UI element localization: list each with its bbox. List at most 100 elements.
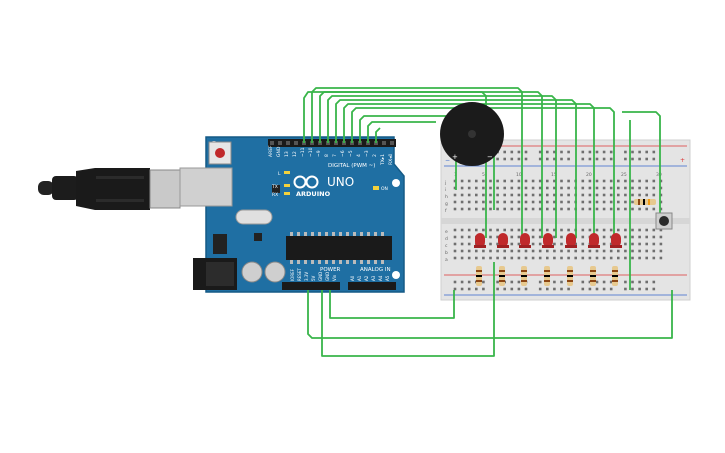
breadboard-hole: [517, 207, 521, 211]
resistor-icon[interactable]: [499, 266, 505, 286]
breadboard-hole: [531, 193, 535, 197]
breadboard-hole: [588, 200, 592, 204]
breadboard-hole: [538, 150, 542, 154]
row-letter-j: j: [444, 180, 446, 186]
breadboard-hole: [638, 179, 641, 183]
breadboard-hole: [588, 193, 592, 197]
breadboard-hole: [638, 256, 641, 260]
breadboard-hole: [624, 287, 627, 291]
breadboard-hole: [609, 242, 613, 246]
breadboard-hole: [553, 256, 556, 260]
breadboard-hole: [638, 235, 641, 239]
breadboard-hole: [517, 256, 521, 260]
breadboard-hole: [652, 242, 656, 246]
breadboard-hole: [631, 249, 634, 253]
breadboard-hole: [546, 193, 549, 197]
pin-label-11: ~11: [300, 147, 306, 157]
breadboard-hole: [546, 228, 549, 232]
resistor-icon[interactable]: [590, 266, 596, 286]
capacitor-2: [264, 261, 286, 283]
breadboard-hole: [546, 150, 549, 154]
breadboard-hole: [560, 256, 563, 260]
breadboard-hole: [503, 256, 506, 260]
breadboard-hole: [609, 157, 613, 161]
breadboard-hole: [460, 249, 464, 253]
led-icon[interactable]: [588, 233, 600, 248]
breadboard-hole: [467, 193, 471, 197]
breadboard-hole: [538, 186, 542, 190]
breadboard-hole: [645, 193, 648, 197]
breadboard-hole: [546, 287, 549, 291]
resistor-icon[interactable]: [544, 266, 550, 286]
breadboard-hole: [609, 256, 613, 260]
breadboard-hole: [510, 186, 514, 190]
breadboard-hole: [631, 186, 634, 190]
breadboard-hole: [602, 193, 606, 197]
breadboard-hole: [538, 287, 542, 291]
wire-buzzer-2: [367, 121, 436, 143]
led-icon[interactable]: [565, 233, 577, 248]
led-icon[interactable]: [610, 233, 622, 248]
pin-label-vin: Vin: [332, 274, 337, 281]
resistor-icon[interactable]: [567, 266, 573, 286]
resistor-icon[interactable]: [634, 199, 656, 205]
col-num-25: 25: [621, 172, 627, 178]
breadboard-hole: [602, 207, 606, 211]
wire-3: [327, 95, 557, 238]
breadboard-hole: [560, 249, 563, 253]
breadboard-hole: [581, 287, 585, 291]
breadboard-hole: [609, 249, 613, 253]
breadboard-hole: [510, 242, 514, 246]
led-icon[interactable]: [474, 233, 486, 248]
buzzer-minus-label: −: [487, 153, 493, 161]
leds: [474, 233, 622, 248]
breadboard-hole: [567, 256, 570, 260]
breadboard-hole: [475, 193, 478, 197]
breadboard-hole: [560, 179, 563, 183]
breadboard-hole: [460, 228, 464, 232]
breadboard-hole: [638, 207, 641, 211]
breadboard-hole: [609, 228, 613, 232]
breadboard-hole: [581, 207, 585, 211]
pin-label-10: ~10: [308, 147, 314, 157]
breadboard-hole: [489, 193, 492, 197]
breadboard-hole: [546, 186, 549, 190]
breadboard-hole: [617, 186, 620, 190]
led-icon[interactable]: [519, 233, 531, 248]
breadboard-hole: [531, 179, 535, 183]
resistor-icon[interactable]: [521, 266, 527, 286]
breadboard-hole: [496, 186, 499, 190]
breadboard-hole: [517, 150, 521, 154]
breadboard-hole: [460, 179, 464, 183]
breadboard-hole: [467, 280, 471, 284]
breadboard-hole: [553, 179, 556, 183]
breadboard-hole: [482, 186, 485, 190]
breadboard-hole: [588, 207, 592, 211]
col-num-5: 5: [482, 172, 485, 178]
pin-label-a3: A3: [371, 275, 376, 281]
resistor-icon[interactable]: [476, 266, 482, 286]
led-icon[interactable]: [542, 233, 554, 248]
breadboard-hole: [659, 228, 663, 232]
rail-plus-top: +: [680, 157, 685, 164]
wire-1: [311, 87, 523, 238]
led-icon[interactable]: [497, 233, 509, 248]
breadboard-hole: [524, 207, 528, 211]
breadboard-hole: [496, 242, 499, 246]
resistor-icon[interactable]: [612, 266, 618, 286]
breadboard-hole: [482, 207, 485, 211]
breadboard-hole: [517, 242, 521, 246]
breadboard-hole: [553, 280, 556, 284]
breadboard-hole: [567, 150, 570, 154]
breadboard-hole: [567, 249, 570, 253]
breadboard-hole: [602, 179, 606, 183]
breadboard-hole: [588, 228, 592, 232]
cable-boot: [52, 176, 78, 200]
breadboard-hole: [531, 186, 535, 190]
breadboard-hole: [588, 150, 592, 154]
breadboard-hole: [588, 249, 592, 253]
pushbutton-icon[interactable]: [655, 212, 673, 230]
breadboard-hole: [631, 235, 634, 239]
buzzer-icon[interactable]: + −: [440, 102, 504, 166]
breadboard-hole: [546, 179, 549, 183]
